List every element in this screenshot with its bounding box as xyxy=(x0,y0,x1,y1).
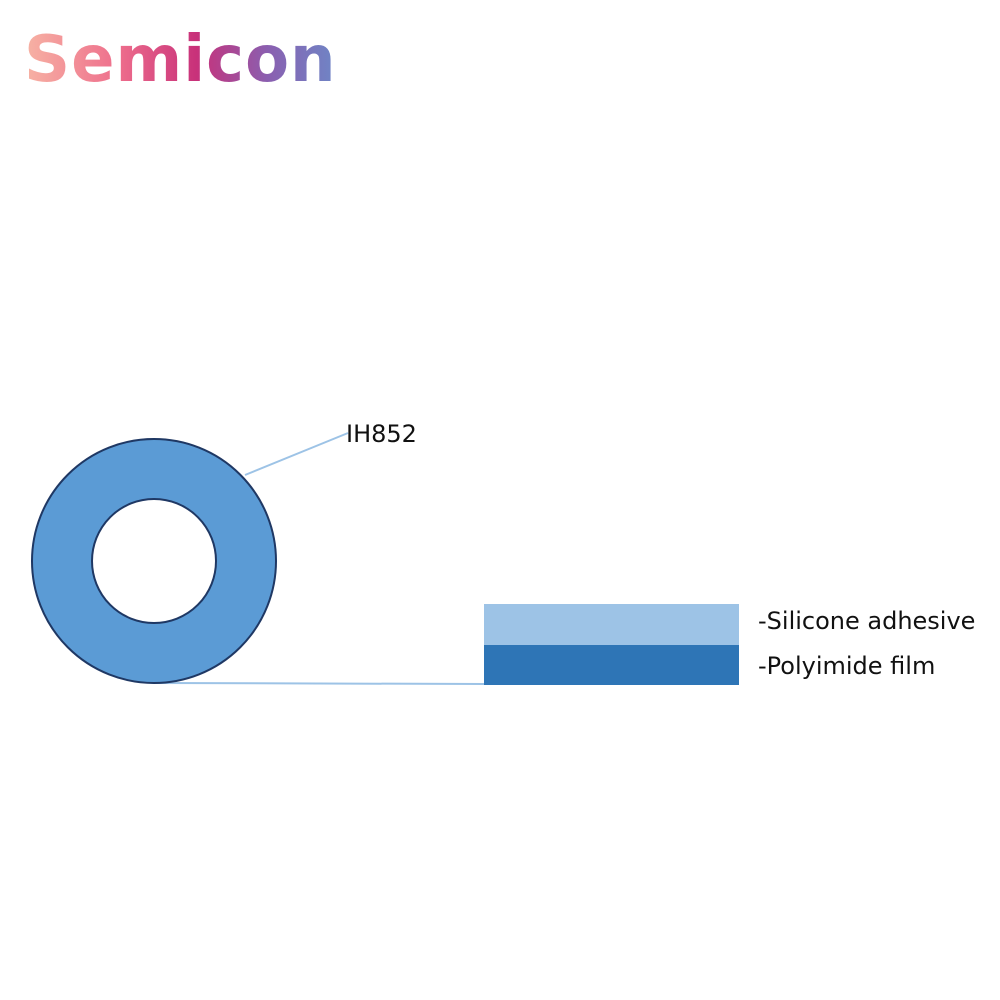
tape-unroll-line xyxy=(154,682,485,685)
layer-label-silicone-adhesive: -Silicone adhesive xyxy=(758,607,976,635)
tape-roll-icon xyxy=(32,439,276,683)
semicon-logo: Semicon xyxy=(24,23,337,97)
tape-roll-outer-edge xyxy=(31,438,277,684)
product-label: IH852 xyxy=(346,420,417,448)
polyimide-film-layer xyxy=(484,645,739,685)
product-leader-line xyxy=(244,432,349,476)
silicone-adhesive-layer xyxy=(484,604,739,645)
tape-roll-inner-edge xyxy=(91,498,217,624)
layer-label-polyimide-film: -Polyimide film xyxy=(758,652,936,680)
